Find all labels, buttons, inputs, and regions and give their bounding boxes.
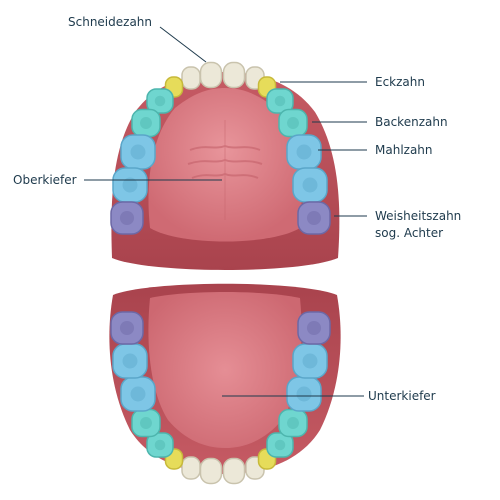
- lower-tooth-incisor-2: [222, 457, 246, 485]
- upper-tooth-incisor-1: [199, 61, 223, 89]
- lower-tongue: [148, 292, 302, 448]
- lower-tooth-molar-14: [292, 343, 328, 379]
- label-premolar: Backenzahn: [375, 115, 448, 129]
- upper-tooth-molar-12: [286, 134, 322, 170]
- lower-tooth-premolar-9: [131, 408, 161, 438]
- upper-tooth-premolar-7: [146, 88, 174, 114]
- upper-jaw: [110, 61, 340, 270]
- lower-tooth-wisdom-15: [110, 311, 144, 345]
- label-canine: Eckzahn: [375, 75, 425, 89]
- lower-jaw: [109, 283, 341, 485]
- palate-ridges: [187, 120, 263, 220]
- upper-tooth-molar-11: [120, 134, 156, 170]
- upper-teeth: [110, 61, 331, 235]
- lower-tooth-molar-13: [112, 343, 148, 379]
- label-lower-jaw: Unterkiefer: [368, 389, 436, 403]
- upper-tooth-wisdom-15: [110, 201, 144, 235]
- lower-teeth: [110, 311, 331, 485]
- label-wisdom-line2: sog. Achter: [375, 226, 444, 240]
- label-incisor: Schneidezahn: [68, 15, 153, 29]
- upper-tooth-molar-13: [112, 167, 148, 203]
- lower-tooth-premolar-7: [146, 432, 174, 458]
- upper-tooth-premolar-8: [266, 88, 294, 114]
- upper-tooth-incisor-2: [222, 61, 246, 89]
- upper-tooth-premolar-9: [131, 108, 161, 138]
- lower-tooth-premolar-8: [266, 432, 294, 458]
- lower-tooth-incisor-1: [199, 457, 223, 485]
- lower-tooth-molar-11: [120, 376, 156, 412]
- label-upper-jaw: Oberkiefer: [13, 173, 77, 187]
- line-incisor: [159, 26, 207, 63]
- upper-tooth-premolar-10: [278, 108, 308, 138]
- leader-lines: [84, 26, 367, 397]
- upper-tooth-wisdom-16: [297, 201, 331, 235]
- upper-palate: [148, 88, 302, 242]
- lower-tooth-molar-12: [286, 376, 322, 412]
- lower-tooth-incisor-3: [181, 456, 201, 480]
- upper-tooth-incisor-3: [181, 66, 201, 90]
- upper-tooth-molar-14: [292, 167, 328, 203]
- label-molar: Mahlzahn: [375, 143, 433, 157]
- label-wisdom-line1: Weisheitszahn: [375, 209, 462, 223]
- lower-tooth-wisdom-16: [297, 311, 331, 345]
- lower-tooth-premolar-10: [278, 408, 308, 438]
